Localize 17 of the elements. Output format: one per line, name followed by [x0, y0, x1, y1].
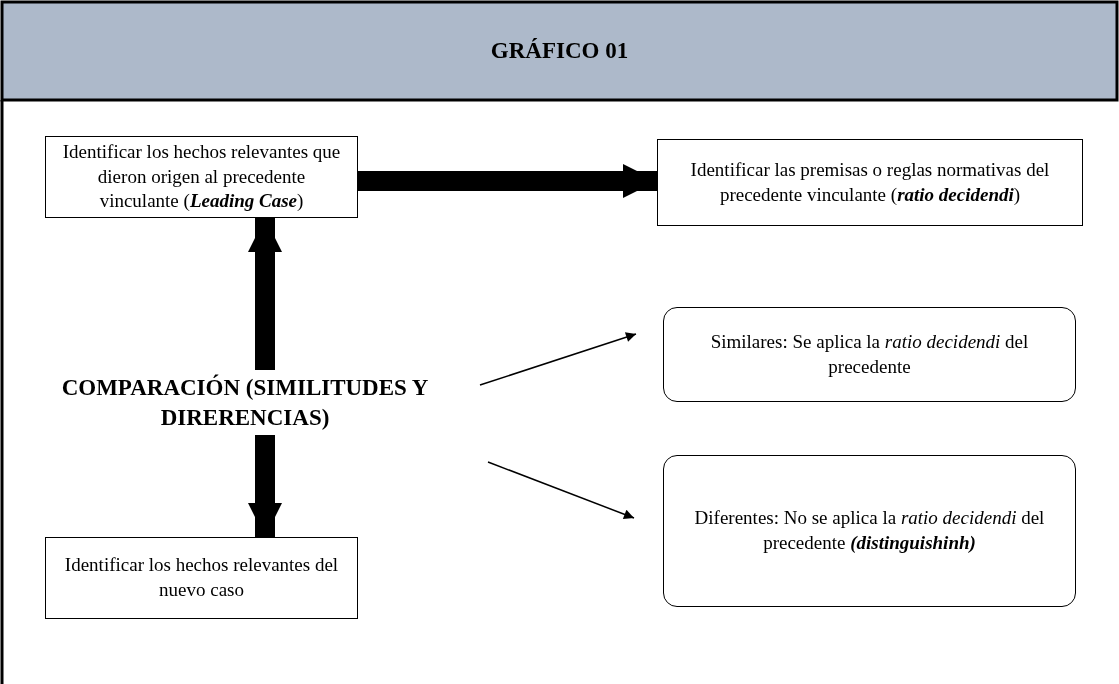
box-text: Diferentes: No se aplica la ratio decidendi del precedente (distinguishinh) [693, 506, 1046, 555]
box-text: Similares: Se aplica la ratio decidendi del precedente [709, 329, 1030, 379]
title: GRÁFICO 01 [489, 38, 630, 64]
arrow [479, 332, 637, 386]
box-text: Identificar los hechos relevantes que dieron origen al precedente vinculante (Leading Case) [61, 139, 342, 214]
arrow [487, 461, 635, 520]
process-box [45, 136, 358, 218]
box-text: Identificar las premisas o reglas normativas del precedente vinculante (ratio decidendi) [689, 157, 1051, 207]
block-arrow [248, 218, 282, 370]
process-box [657, 139, 1083, 226]
block-arrow [358, 164, 657, 198]
block-arrow [248, 435, 282, 537]
process-box [45, 537, 358, 619]
box-text: Identificar los hechos relevantes del nuevo caso [63, 553, 340, 602]
comparison-label: COMPARACIÓN (SIMILITUDES Y DIRERENCIAS) [50, 370, 440, 435]
rounded-box [663, 307, 1076, 402]
rounded-box [663, 455, 1076, 607]
